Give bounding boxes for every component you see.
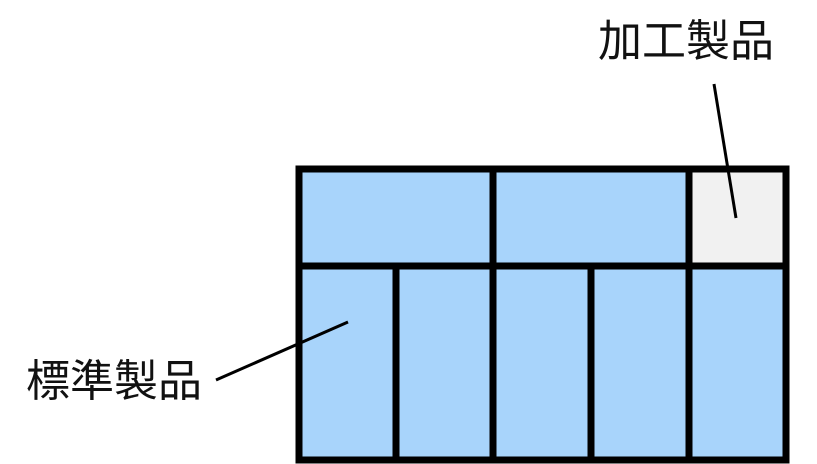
cell-bottom-1 <box>299 266 396 460</box>
leader-line-processed <box>712 83 738 219</box>
outer-border <box>295 165 790 464</box>
cell-top-2 <box>493 169 689 266</box>
cell-top-1 <box>299 169 493 266</box>
cell-bottom-3 <box>493 266 591 460</box>
cell-bottom-4 <box>591 266 689 460</box>
leader-line-standard <box>215 320 349 382</box>
cell-processed <box>689 169 786 266</box>
grid-lines <box>295 165 790 464</box>
cell-bottom-2 <box>396 266 493 460</box>
cell-bottom-5 <box>689 266 786 460</box>
standard-product-label: 標準製品 <box>26 356 202 407</box>
processed-product-label: 加工製品 <box>598 16 774 67</box>
